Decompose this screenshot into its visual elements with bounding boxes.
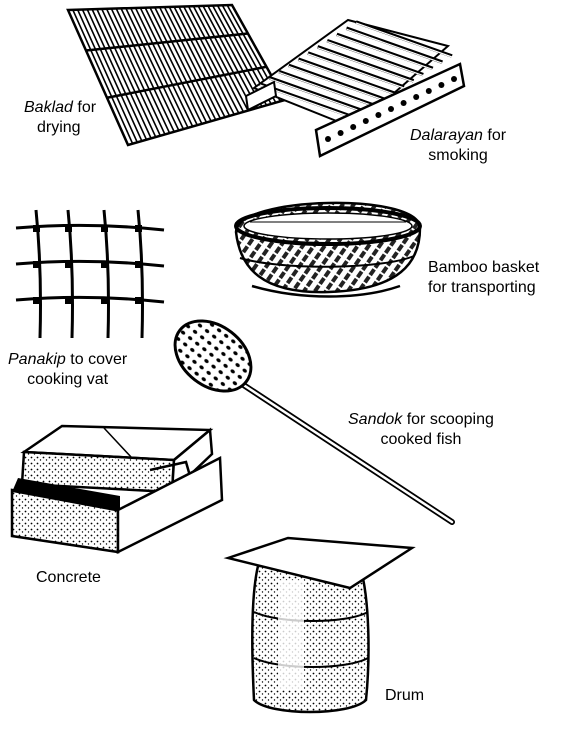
concrete-block: [10, 424, 224, 555]
panakip-label-line1: to cover: [65, 351, 128, 368]
dalarayan-label: Dalarayan for smoking: [410, 126, 506, 166]
baklad-label: Baklad for drying: [24, 98, 96, 138]
baklad-name: Baklad: [24, 99, 73, 116]
sandok-label: Sandok for scooping cooked fish: [348, 410, 494, 450]
dalarayan-name: Dalarayan: [410, 127, 483, 144]
bamboo-basket: [234, 201, 422, 298]
basket-label-line2: for transporting: [428, 279, 536, 296]
panakip-label-line2: cooking vat: [27, 371, 109, 388]
panakip-name: Panakip: [8, 351, 66, 368]
baklad-label-line1: for: [72, 99, 97, 116]
dalarayan-smoking-rack: [244, 18, 466, 158]
sandok-label-line1: for scooping: [402, 411, 494, 428]
drum: [223, 536, 416, 714]
sandok-name: Sandok: [348, 411, 403, 428]
concrete-label: Concrete: [36, 569, 101, 586]
basket-label-line1: Bamboo basket: [428, 259, 540, 276]
sandok-label-line2: cooked fish: [380, 431, 462, 448]
baklad-drying-mat: [66, 3, 287, 147]
sandok-scoop: [173, 319, 455, 525]
basket-label: Bamboo basket for transporting: [428, 258, 539, 298]
panakip-grid-cover: [15, 209, 165, 339]
baklad-label-line2: drying: [37, 119, 81, 136]
drum-label: Drum: [385, 687, 425, 704]
dalarayan-label-line2: smoking: [428, 147, 488, 164]
dalarayan-label-line1: for: [482, 127, 507, 144]
panakip-label: Panakip to cover cooking vat: [8, 350, 127, 390]
